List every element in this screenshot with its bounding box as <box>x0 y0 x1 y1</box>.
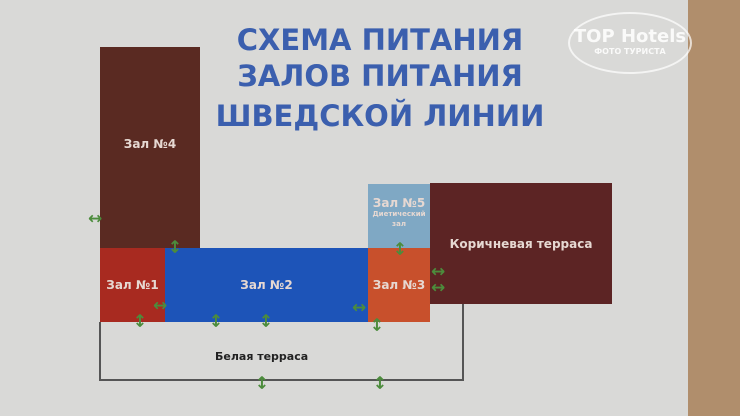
watermark-logo: TOP Hotels ФОТО ТУРИСТА <box>568 12 692 74</box>
zal-2-label: Зал №2 <box>240 278 293 292</box>
arrow-icon: ↔ <box>369 375 390 390</box>
wall-strip <box>688 0 740 416</box>
zal-2: Зал №2 <box>165 248 368 322</box>
arrow-icon: ↔ <box>88 209 103 229</box>
zal-3-label: Зал №3 <box>372 278 426 292</box>
white-terrace-label: Белая терраса <box>215 350 309 363</box>
arrow-icon: ↔ <box>255 313 276 328</box>
zal-3: Зал №3 <box>368 248 430 322</box>
zal-1-label: Зал №1 <box>106 278 159 292</box>
title-line-3: ШВЕДСКОЙ ЛИНИИ <box>215 99 545 133</box>
arrow-icon: ↔ <box>129 313 150 328</box>
white-terrace-border-right <box>462 304 464 380</box>
arrow-icon: ↔ <box>389 241 410 256</box>
arrow-icon: ↔ <box>352 298 367 318</box>
zal-5-sublabel: Диетический зал <box>372 210 426 228</box>
zal-4-label: Зал №4 <box>123 137 177 151</box>
arrow-icon: ↔ <box>431 278 446 298</box>
title-line-1: СХЕМА ПИТАНИЯ <box>236 23 524 57</box>
zal-4: Зал №4 <box>100 47 200 248</box>
arrow-icon: ↔ <box>251 375 272 390</box>
arrow-icon: ↔ <box>205 313 226 328</box>
zal-5-label: Зал №5 <box>372 196 426 210</box>
zal-1: Зал №1 <box>100 248 165 322</box>
brown-terrace-label: Коричневая терраса <box>449 236 593 251</box>
brown-terrace: Коричневая терраса <box>430 183 612 304</box>
arrow-icon: ↔ <box>431 262 446 282</box>
watermark-brand: TOP Hotels <box>573 26 687 47</box>
arrow-icon: ↔ <box>366 317 387 332</box>
watermark-sub: ФОТО ТУРИСТА <box>594 47 666 56</box>
arrow-icon: ↔ <box>153 296 168 316</box>
title-line-2: ЗАЛОВ ПИТАНИЯ <box>237 59 523 93</box>
white-terrace-border-bottom <box>99 379 464 381</box>
arrow-icon: ↔ <box>164 239 185 254</box>
white-terrace-border-left <box>99 322 101 380</box>
